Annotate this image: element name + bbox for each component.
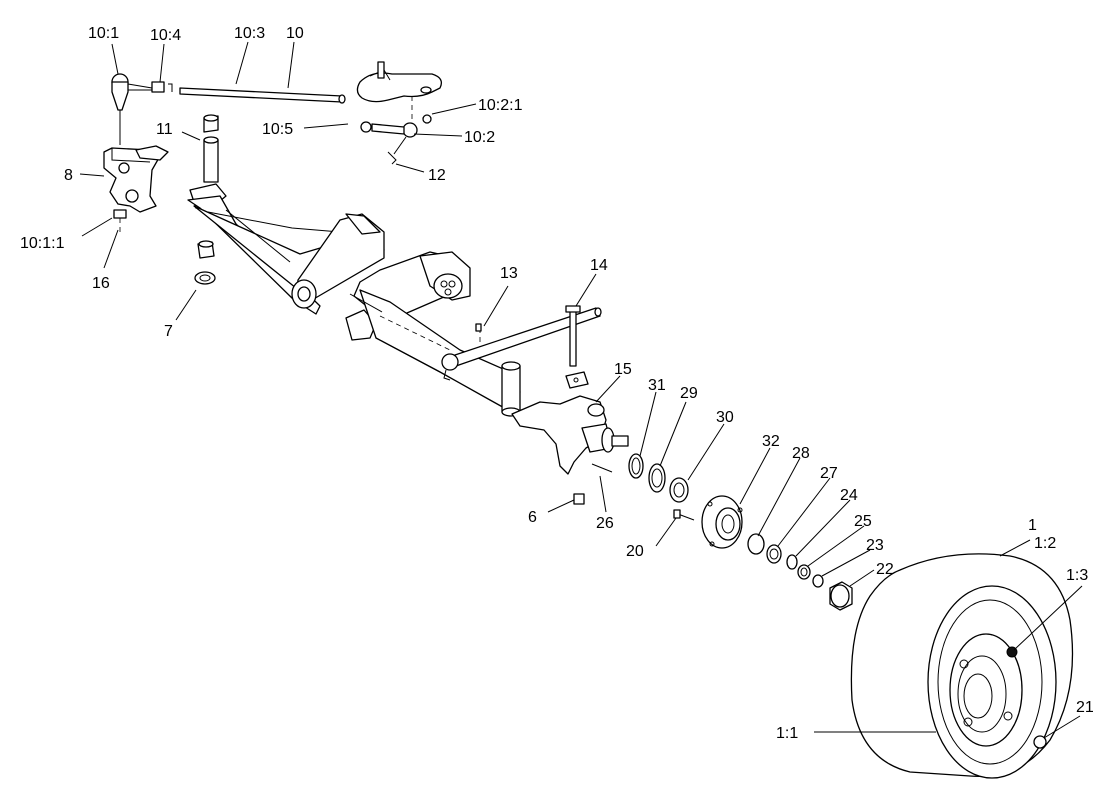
callout-10: 10 [286, 25, 304, 42]
leader-lines [79, 41, 1083, 739]
callout-8: 8 [64, 167, 73, 184]
axle-beam [187, 114, 521, 417]
callout-26: 26 [596, 515, 614, 532]
callout-7: 7 [164, 323, 173, 340]
callout-10-4: 10:4 [150, 27, 181, 44]
callout-1-3: 1:3 [1066, 567, 1088, 584]
callout-23: 23 [866, 537, 884, 554]
callout-12: 12 [428, 167, 446, 184]
callout-22: 22 [876, 561, 894, 578]
drag-link [441, 305, 602, 389]
callout-labels: 10:1 10:4 10:3 10 10:2:1 10:5 10:2 11 12… [20, 25, 1094, 742]
callout-11: 11 [156, 121, 173, 138]
callout-10-1: 10:1 [88, 25, 119, 42]
tie-rod-assembly [111, 61, 443, 165]
left-spindle [103, 145, 169, 236]
callout-30: 30 [716, 409, 734, 426]
callout-1-1: 1:1 [776, 725, 798, 742]
callout-1-2: 1:2 [1034, 535, 1056, 552]
callout-21: 21 [1076, 699, 1094, 716]
wheel-assembly [850, 553, 1074, 779]
callout-32: 32 [762, 433, 780, 450]
callout-16: 16 [92, 275, 110, 292]
callout-29: 29 [680, 385, 698, 402]
callout-31: 31 [648, 377, 666, 394]
callout-27: 27 [820, 465, 838, 482]
callout-24: 24 [840, 487, 858, 504]
hub-assembly [628, 453, 853, 611]
callout-1: 1 [1028, 517, 1037, 534]
callout-10-3: 10:3 [234, 25, 265, 42]
callout-10-2: 10:2 [464, 129, 495, 146]
right-spindle [511, 395, 629, 505]
callout-25: 25 [854, 513, 872, 530]
callout-13: 13 [500, 265, 518, 282]
callout-14: 14 [590, 257, 608, 274]
callout-15: 15 [614, 361, 632, 378]
callout-10-5: 10:5 [262, 121, 293, 138]
callout-6: 6 [528, 509, 537, 526]
callout-10-1-1: 10:1:1 [20, 235, 65, 252]
callout-10-2-1: 10:2:1 [478, 97, 523, 114]
callout-28: 28 [792, 445, 810, 462]
callout-20: 20 [626, 543, 644, 560]
